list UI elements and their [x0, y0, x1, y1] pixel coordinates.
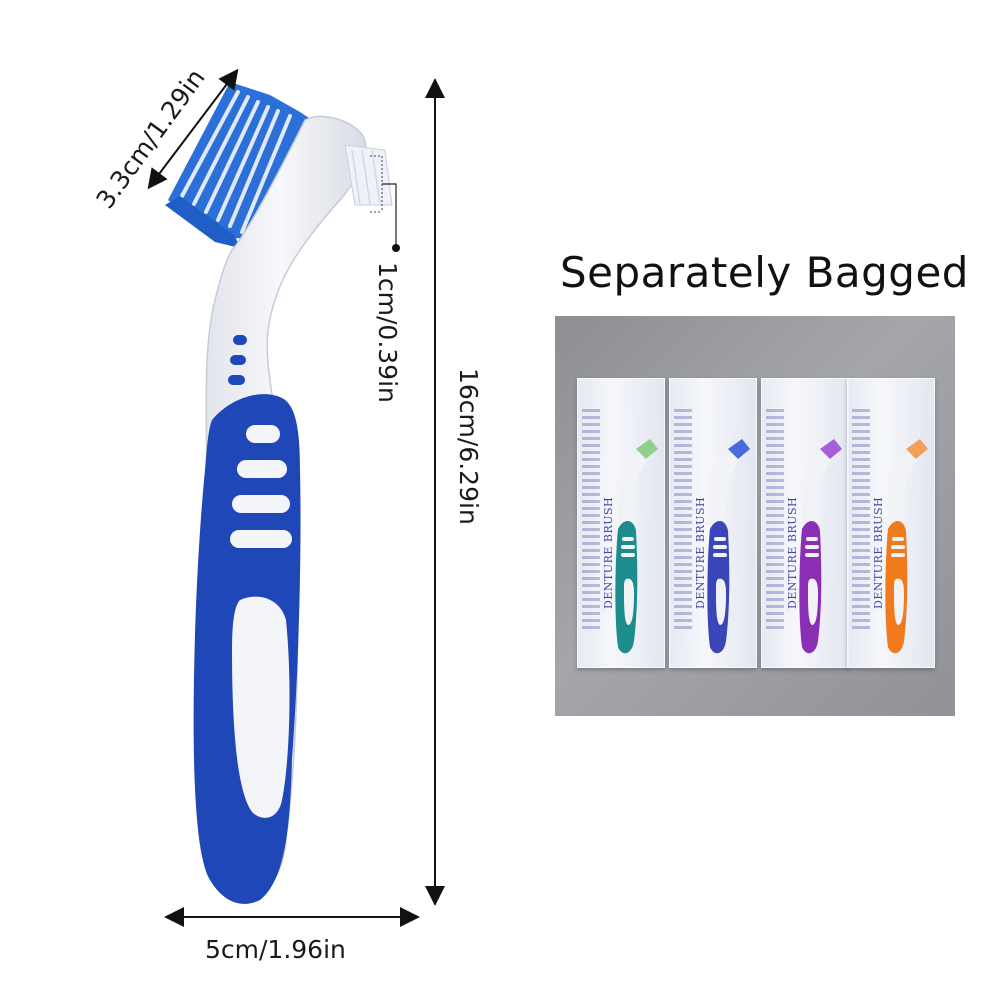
bag-teal: DENTURE BRUSH	[577, 378, 665, 668]
length-label: 16cm/6.29in	[454, 368, 483, 525]
bag-purple: DENTURE BRUSH	[761, 378, 849, 668]
bagged-brushes-photo: DENTURE BRUSH DENTURE BRUSH DENTURE BRUS…	[555, 316, 955, 716]
grip-window	[232, 596, 290, 818]
section-title: Separately Bagged	[560, 248, 969, 297]
neck-accents	[228, 335, 247, 385]
bag-print-text: DENTURE BRUSH	[786, 496, 799, 609]
grip-bars	[230, 425, 292, 548]
bag-orange: DENTURE BRUSH	[847, 378, 935, 668]
small-brush-label: 1cm/0.39in	[373, 262, 402, 403]
small-bristle-tuft	[344, 144, 400, 252]
bag-print-text: DENTURE BRUSH	[694, 496, 707, 609]
handle-width-label: 5cm/1.96in	[205, 935, 346, 964]
bag-print-text: DENTURE BRUSH	[872, 496, 885, 609]
bag-print-text: DENTURE BRUSH	[602, 496, 615, 609]
bag-blue: DENTURE BRUSH	[669, 378, 757, 668]
brush-width-arrow	[147, 68, 239, 190]
